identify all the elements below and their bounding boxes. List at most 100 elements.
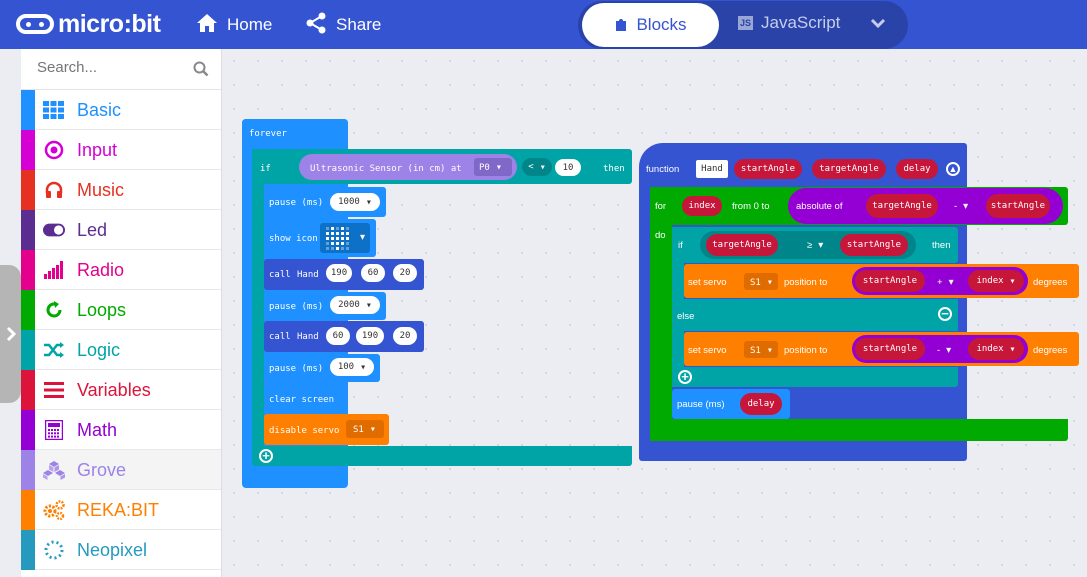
servo-value-2: S1 <box>750 277 773 288</box>
clear-screen-label: clear screen <box>269 395 335 405</box>
pause-value-1[interactable]: 1000 <box>330 193 380 211</box>
blocks-workspace[interactable]: forever if Ultrasonic Sensor (in cm) at … <box>222 49 1087 577</box>
expr-startangle-1[interactable]: startAngle <box>855 270 925 292</box>
gears-icon <box>43 499 65 521</box>
inner-then-label: then <box>932 240 951 251</box>
call-arg-2c[interactable]: 20 <box>393 327 417 345</box>
target-icon <box>43 139 65 161</box>
category-loops[interactable]: Loops <box>21 290 221 330</box>
cond-op-dropdown[interactable]: ≥ <box>807 240 823 251</box>
cond-left-var[interactable]: targetAngle <box>706 234 778 256</box>
javascript-label: JavaScript <box>761 13 841 32</box>
category-label: Loops <box>77 300 127 320</box>
category-reka-bit[interactable]: REKA:BIT <box>21 490 221 530</box>
call-arg-2a[interactable]: 60 <box>326 327 350 345</box>
pause-value-2[interactable]: 2000 <box>330 296 380 314</box>
category-label: Basic <box>77 100 122 120</box>
cond-right-var[interactable]: startAngle <box>840 234 908 256</box>
compare-value-input[interactable]: 10 <box>555 159 581 176</box>
if-block-side <box>252 149 264 464</box>
blocks-label: Blocks <box>636 15 687 34</box>
function-name-input[interactable]: Hand <box>696 160 728 178</box>
call-arg-1b[interactable]: 60 <box>361 264 385 282</box>
calculator-icon <box>43 419 65 441</box>
category-neopixel[interactable]: Neopixel <box>21 530 221 570</box>
category-color-bar <box>21 370 35 410</box>
category-label: Grove <box>77 460 127 480</box>
home-button[interactable]: Home <box>196 12 272 38</box>
category-input[interactable]: Input <box>21 130 221 170</box>
category-color-bar <box>21 170 35 210</box>
share-button[interactable]: Share <box>305 12 381 38</box>
param-delay[interactable]: delay <box>896 159 938 179</box>
chevron-right-icon <box>6 326 16 342</box>
category-basic[interactable]: Basic <box>21 90 221 130</box>
toggle-icon <box>43 219 65 241</box>
category-variables[interactable]: Variables <box>21 370 221 410</box>
blocks-tab[interactable]: Blocks <box>582 3 719 47</box>
ultrasonic-label: Ultrasonic Sensor (in cm) at <box>310 164 462 174</box>
compare-op-dropdown[interactable]: < <box>522 158 552 176</box>
clear-screen-block[interactable] <box>264 384 343 412</box>
for-label: for <box>655 201 667 212</box>
heart-icon-dropdown[interactable]: ▾ <box>320 223 370 253</box>
simulator-expand-tab[interactable] <box>0 265 21 403</box>
if-block-bottom <box>252 446 632 466</box>
pause-value-3[interactable]: 100 <box>330 358 374 376</box>
category-math[interactable]: Math <box>21 410 221 450</box>
param-targetangle[interactable]: targetAngle <box>812 159 886 179</box>
abs-left-var[interactable]: targetAngle <box>866 194 938 218</box>
call-arg-2b[interactable]: 190 <box>356 327 384 345</box>
remove-else-button[interactable]: − <box>938 307 952 321</box>
pause-label-3: pause (ms) <box>269 364 324 374</box>
for-index-var[interactable]: index <box>682 196 722 216</box>
cubes-icon <box>43 459 65 481</box>
call-fn-2: Hand <box>297 332 319 342</box>
category-label: Radio <box>77 260 125 280</box>
chevron-down-icon[interactable] <box>870 15 886 36</box>
category-color-bar <box>21 530 35 570</box>
category-label: Math <box>77 420 118 440</box>
puzzle-icon <box>616 19 627 31</box>
category-radio[interactable]: Radio <box>21 250 221 290</box>
add-elseif-button[interactable]: + <box>678 370 692 384</box>
shuffle-icon <box>43 339 65 361</box>
add-else-button[interactable]: + <box>259 449 273 463</box>
pause-delay-var[interactable]: delay <box>740 393 782 415</box>
category-music[interactable]: Music <box>21 170 221 210</box>
category-color-bar <box>21 210 35 250</box>
call-arg-1a[interactable]: 190 <box>326 264 352 282</box>
for-loop-bottom <box>650 419 1068 441</box>
javascript-tab[interactable]: JS JavaScript <box>738 13 840 33</box>
absolute-label: absolute of <box>796 201 843 212</box>
show-icon-label: show icon <box>269 234 318 244</box>
category-grove[interactable]: Grove <box>21 450 221 490</box>
degrees-label-2: degrees <box>1033 345 1068 356</box>
abs-right-var[interactable]: startAngle <box>986 194 1050 218</box>
expr-startangle-2[interactable]: startAngle <box>855 338 925 360</box>
category-label: Led <box>77 220 108 240</box>
grid-icon <box>43 99 65 121</box>
plus-op-dropdown[interactable]: + <box>937 277 954 288</box>
category-logic[interactable]: Logic <box>21 330 221 370</box>
category-label: Neopixel <box>77 540 148 560</box>
logo-text: micro:bit <box>58 9 161 38</box>
servo-value-3: S1 <box>750 345 773 356</box>
call-arg-1c[interactable]: 20 <box>393 264 417 282</box>
forever-label: forever <box>249 129 287 139</box>
minus-op-dropdown[interactable]: - <box>937 345 951 356</box>
microbit-logo[interactable]: micro:bit <box>16 8 161 40</box>
position-to-label-1: position to <box>784 277 828 288</box>
else-label: else <box>677 311 695 322</box>
param-startangle[interactable]: startAngle <box>734 159 802 179</box>
pause-label-1: pause (ms) <box>269 198 324 208</box>
expr-index-1[interactable]: index <box>968 270 1024 292</box>
search-icon[interactable] <box>193 61 209 82</box>
call-fn-1: Hand <box>297 270 319 280</box>
abs-op-dropdown[interactable]: - <box>954 201 968 212</box>
remove-param-button[interactable]: ▲ <box>946 162 960 176</box>
search-input[interactable] <box>35 58 189 77</box>
expr-index-2[interactable]: index <box>968 338 1024 360</box>
category-color-bar <box>21 90 35 130</box>
category-led[interactable]: Led <box>21 210 221 250</box>
